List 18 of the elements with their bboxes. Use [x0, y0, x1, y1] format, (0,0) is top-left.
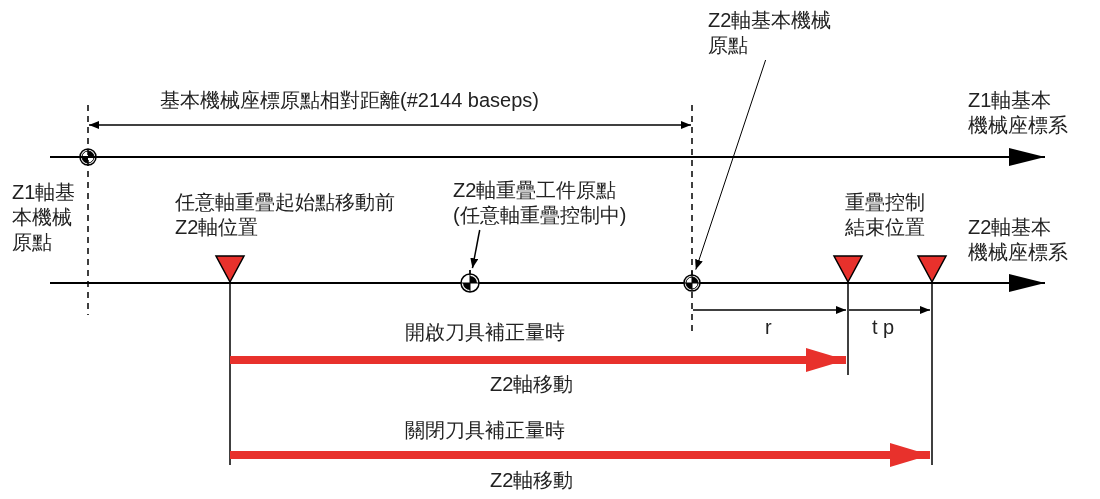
- movement-label: Z2軸移動: [490, 468, 575, 493]
- callout-text: Z2軸重疊工件原點(任意軸重疊控制中): [453, 178, 631, 228]
- position-label: 任意軸重疊起始點移動前Z2軸位置: [175, 190, 396, 240]
- leader-line: [470, 229, 481, 269]
- axis-label: Z1軸基本機械座標系: [968, 88, 1068, 138]
- machine-origin-marker: [683, 270, 701, 292]
- dimension-label: t p: [872, 315, 896, 340]
- origin-label: Z1軸基本機械原點: [12, 180, 77, 255]
- condition-label: 開啟刀具補正量時: [405, 320, 566, 345]
- axis-label: Z2軸基本機械座標系: [968, 215, 1068, 265]
- movement-label: Z2軸移動: [490, 372, 575, 397]
- dimension-label: r: [765, 315, 773, 340]
- condition-label: 關閉刀具補正量時: [405, 418, 566, 443]
- callout-text: Z2軸基本機械原點: [708, 8, 836, 58]
- leader-line: [695, 59, 767, 271]
- dimension-label: 基本機械座標原點相對距離(#2144 baseps): [160, 88, 540, 113]
- workpiece-origin-marker: [460, 269, 480, 293]
- position-label: 重疊控制結束位置: [845, 190, 926, 240]
